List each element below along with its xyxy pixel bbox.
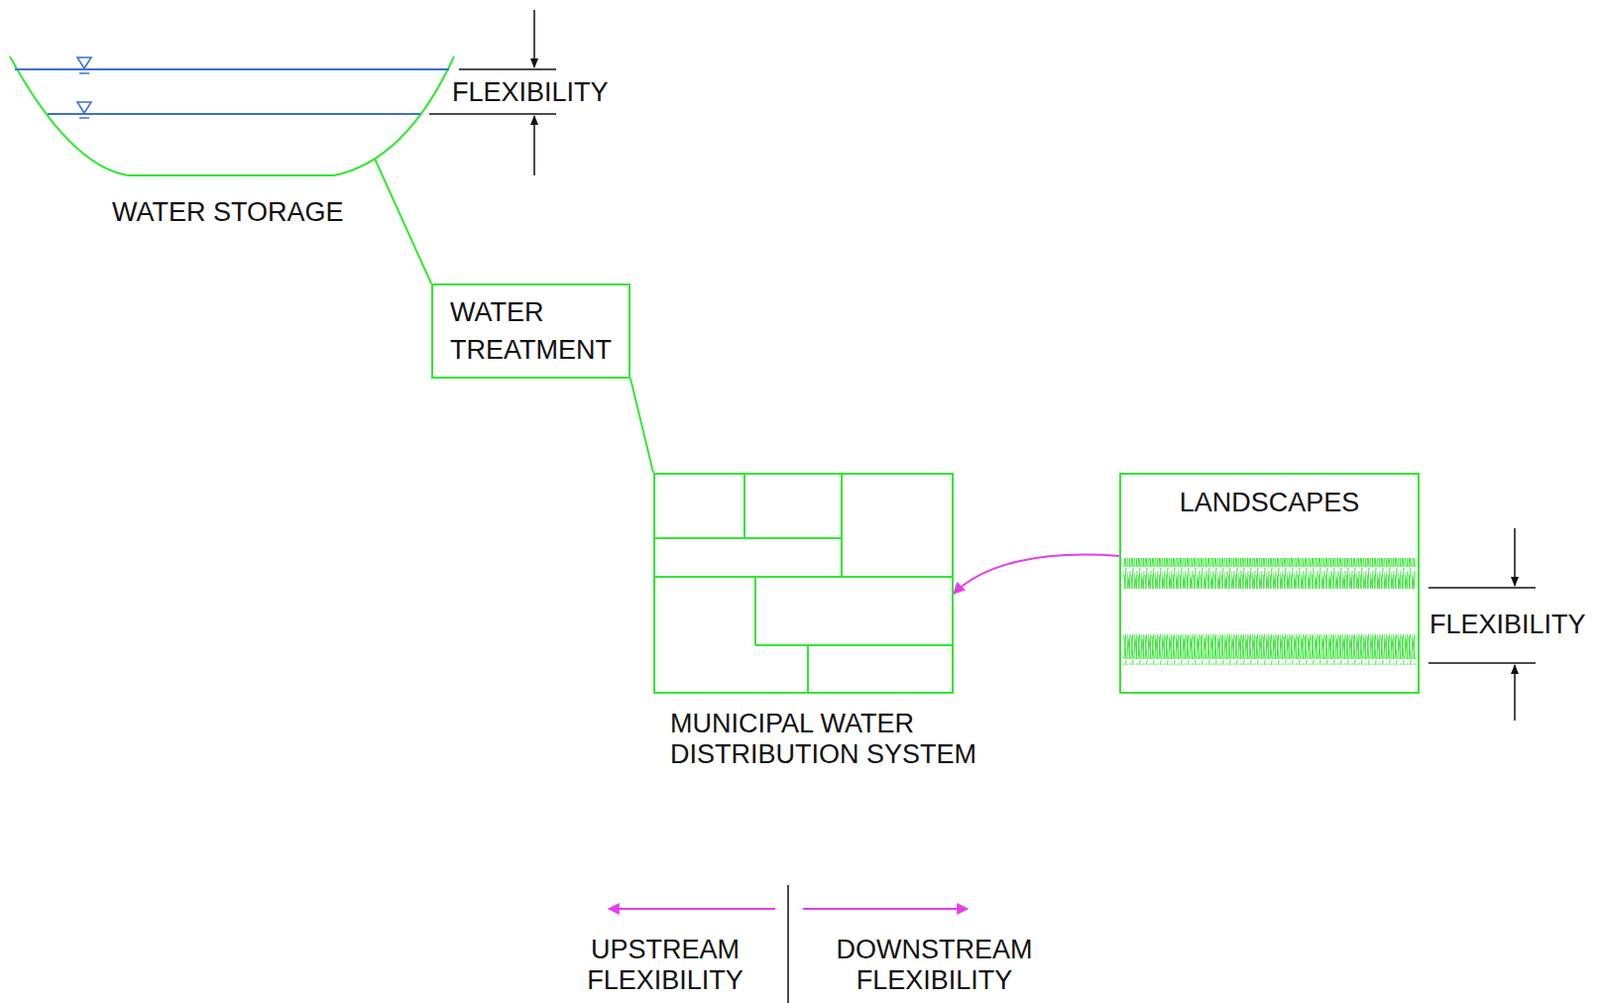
node-label: WATER TREATMENT bbox=[450, 293, 619, 369]
distribution-grid: MUNICIPAL WATER DISTRIBUTION SYSTEM bbox=[653, 472, 954, 694]
dimension-lines bbox=[429, 9, 1536, 721]
node-label: MUNICIPAL WATER DISTRIBUTION SYSTEM bbox=[670, 708, 998, 771]
process-box: WATER TREATMENT bbox=[431, 283, 631, 379]
landscape-box: LANDSCAPES bbox=[1119, 472, 1420, 694]
legend-text: DOWNSTREAM FLEXIBILITY bbox=[827, 934, 1041, 997]
connector bbox=[630, 378, 654, 473]
node-label: LANDSCAPES bbox=[1121, 486, 1418, 519]
dimension-label: FLEXIBILITY bbox=[1429, 608, 1587, 641]
node-label: WATER STORAGE bbox=[112, 196, 410, 229]
storage-basin: WATER STORAGE bbox=[9, 56, 458, 178]
basin-outline bbox=[9, 56, 458, 178]
pipe-grid bbox=[655, 474, 952, 692]
dimension-label: FLEXIBILITY bbox=[452, 76, 609, 109]
legend-text: UPSTREAM FLEXIBILITY bbox=[575, 934, 755, 997]
connector bbox=[953, 555, 1120, 594]
connector bbox=[374, 158, 432, 284]
